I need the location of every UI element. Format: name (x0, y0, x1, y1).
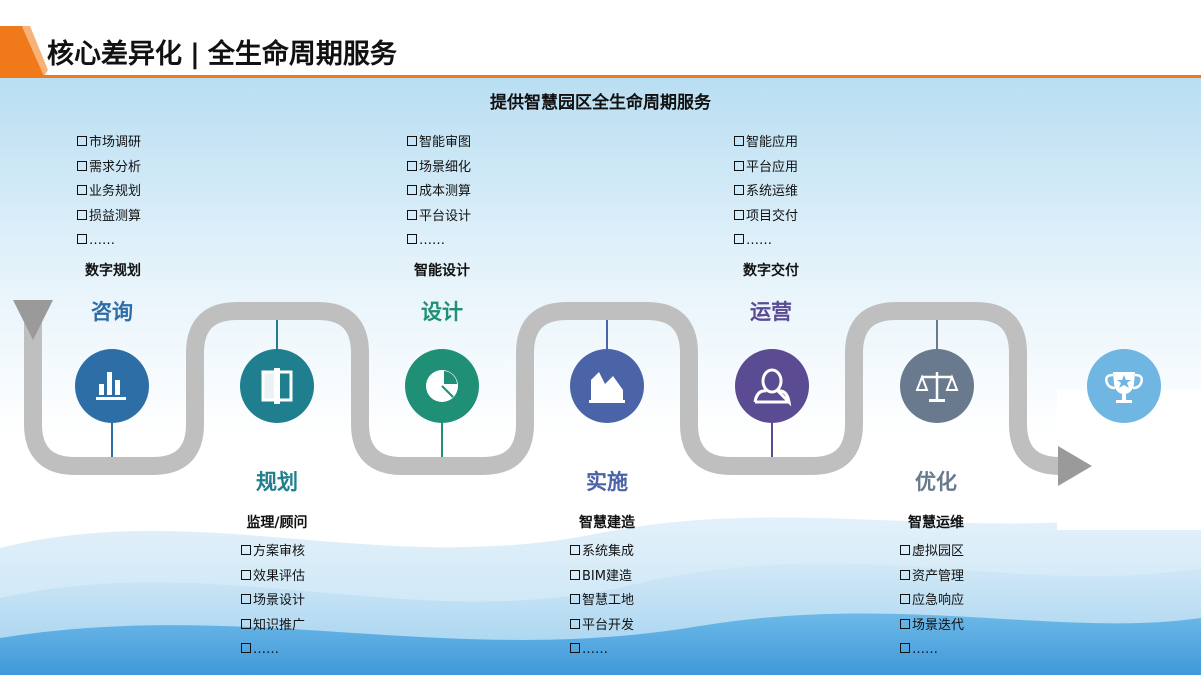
flow-track (13, 300, 1161, 486)
list-item: 需求分析 (77, 156, 141, 181)
start-arrow-icon (13, 300, 53, 340)
stage-circle (735, 349, 809, 423)
phase-label-consult: 咨询 (91, 300, 133, 324)
list-plan: 方案审核 效果评估 场景设计 知识推广 …… (241, 540, 305, 663)
list-item: 资产管理 (900, 565, 964, 590)
page-title: 核心差异化 |全生命周期服务 (47, 32, 397, 71)
phase-label-plan: 规划 (256, 470, 298, 494)
list-operate: 智能应用 平台应用 系统运维 项目交付 …… (734, 131, 798, 254)
list-item: 业务规划 (77, 180, 141, 205)
phase-label-operate: 运营 (750, 300, 792, 324)
list-item: 知识推广 (241, 614, 305, 639)
bar-chart-icon (96, 372, 126, 400)
list-item: 智能应用 (734, 131, 798, 156)
list-optimize: 虚拟园区 资产管理 应急响应 场景迭代 …… (900, 540, 964, 663)
list-build: 系统集成 BIM建造 智慧工地 平台开发 …… (570, 540, 634, 663)
list-item: 场景细化 (407, 156, 471, 181)
list-item: 平台应用 (734, 156, 798, 181)
list-design: 智能审图 场景细化 成本测算 平台设计 …… (407, 131, 471, 254)
title-sub: 全生命周期服务 (207, 39, 397, 70)
phase-label-build: 实施 (586, 470, 628, 494)
list-item: …… (407, 229, 471, 254)
split-panel-icon (261, 368, 293, 404)
list-item: …… (900, 638, 964, 663)
list-item: 智能审图 (407, 131, 471, 156)
diagram-heading: 提供智慧园区全生命周期服务 (490, 93, 711, 113)
list-item: 虚拟园区 (900, 540, 964, 565)
title-main: 核心差异化 (47, 39, 182, 70)
area-chart-icon (589, 372, 625, 403)
list-item: BIM建造 (570, 565, 634, 590)
list-item: …… (570, 638, 634, 663)
list-item: …… (241, 638, 305, 663)
header-rule (0, 75, 1201, 78)
list-item: 项目交付 (734, 205, 798, 230)
user-icon (753, 368, 792, 407)
list-item: …… (77, 229, 141, 254)
phase-label-optimize: 优化 (915, 470, 957, 494)
list-item: 平台设计 (407, 205, 471, 230)
title-separator: | (190, 39, 200, 70)
sub-heading-design: 智能设计 (414, 263, 470, 279)
list-item: …… (734, 229, 798, 254)
pie-chart-icon (426, 370, 458, 402)
slide-header: 核心差异化 |全生命周期服务 (0, 0, 1201, 78)
list-consult: 市场调研 需求分析 业务规划 损益测算 …… (77, 131, 141, 254)
scale-icon (915, 372, 959, 402)
sub-heading-operate: 数字交付 (743, 263, 799, 279)
list-item: 方案审核 (241, 540, 305, 565)
end-arrow-icon (1058, 446, 1092, 486)
serpentine-track (24, 302, 1062, 475)
sub-heading-plan: 监理/顾问 (246, 515, 308, 531)
list-item: 系统运维 (734, 180, 798, 205)
list-item: 成本测算 (407, 180, 471, 205)
list-item: 效果评估 (241, 565, 305, 590)
trophy-icon (1105, 372, 1143, 403)
list-item: 系统集成 (570, 540, 634, 565)
sub-heading-consult: 数字规划 (85, 263, 141, 279)
header-accent-tab (0, 26, 48, 76)
sub-heading-build: 智慧建造 (579, 515, 635, 531)
sub-heading-optimize: 智慧运维 (908, 515, 964, 531)
phase-label-design: 设计 (421, 300, 463, 324)
list-item: 损益测算 (77, 205, 141, 230)
list-item: 平台开发 (570, 614, 634, 639)
list-item: 智慧工地 (570, 589, 634, 614)
list-item: 市场调研 (77, 131, 141, 156)
list-item: 应急响应 (900, 589, 964, 614)
list-item: 场景迭代 (900, 614, 964, 639)
list-item: 场景设计 (241, 589, 305, 614)
lifecycle-diagram: 提供智慧园区全生命周期服务 市场调研 需求分析 业务规划 损益测算 …… 智能审… (0, 78, 1201, 675)
